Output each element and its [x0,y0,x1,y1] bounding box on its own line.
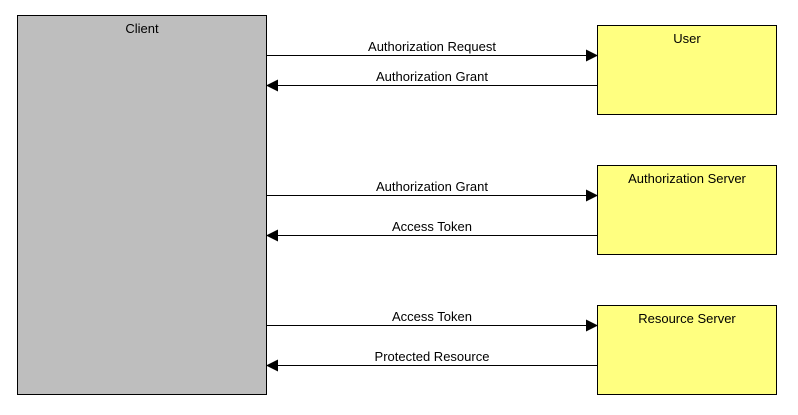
edge-protected-resource: Protected Resource [266,349,597,372]
edge-label: Access Token [392,309,472,324]
edge-label: Protected Resource [375,349,490,364]
user-node: User [597,25,777,115]
edge-access-token-to-resource-server: Access Token [267,309,598,332]
edge-label: Access Token [392,219,472,234]
edge-label: Authorization Grant [376,69,488,84]
edge-authorization-grant-to-client: Authorization Grant [266,69,597,92]
edge-access-token-to-client: Access Token [266,219,597,242]
resource-server-box [597,305,777,395]
authorization-server-node: Authorization Server [597,165,777,255]
resource-server-label: Resource Server [638,311,736,326]
edge-authorization-grant-to-auth-server: Authorization Grant [267,179,598,202]
client-label: Client [125,21,159,36]
edge-label: Authorization Grant [376,179,488,194]
resource-server-node: Resource Server [597,305,777,395]
user-label: User [673,31,701,46]
authorization-server-box [597,165,777,255]
authorization-server-label: Authorization Server [628,171,746,186]
client-box [17,15,267,395]
user-box [597,25,777,115]
edge-label: Authorization Request [368,39,496,54]
client-node: Client [17,15,267,395]
edge-authorization-request: Authorization Request [267,39,598,62]
